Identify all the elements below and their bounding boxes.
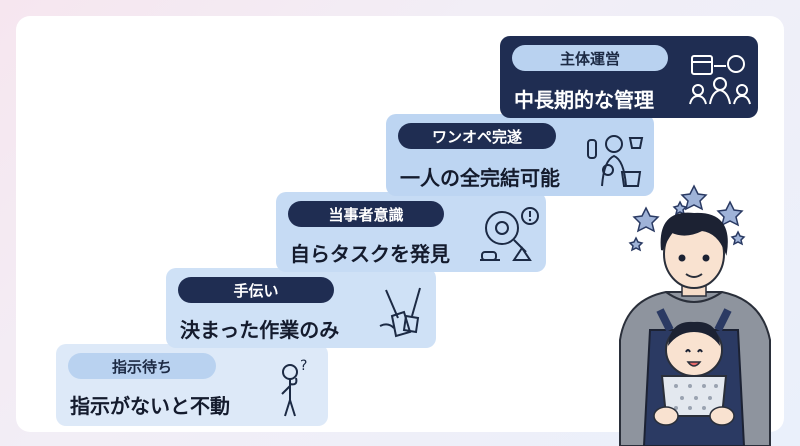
step-2-badge: 手伝い xyxy=(178,277,334,303)
step-1-badge: 指示待ち xyxy=(68,353,216,379)
step-5-badge: 主体運営 xyxy=(512,45,668,71)
sparkle-stars-icon xyxy=(628,184,746,252)
step-3-text: 自らタスクを発見 xyxy=(290,242,450,266)
thinking-person-icon: ? xyxy=(281,358,307,417)
step-3-tojisha-ishiki: 当事者意識 自らタスクを発見 xyxy=(276,192,546,272)
father-with-baby-illustration xyxy=(619,184,771,446)
calendar-team-management-icon xyxy=(689,55,751,105)
broom-helping-icon xyxy=(379,287,421,338)
step-5-text: 中長期的な管理 xyxy=(514,88,654,112)
magnifier-discovery-icon xyxy=(480,207,539,261)
step-4-badge: ワンオペ完遂 xyxy=(398,123,556,149)
step-5-shutai-unei: 主体運営 中長期的な管理 xyxy=(500,36,758,118)
step-2-tetsudai: 手伝い 決まった作業のみ xyxy=(166,268,436,348)
step-1-shiji-machi: 指示待ち 指示がないと不動 ? xyxy=(56,344,328,426)
parent-multitask-icon xyxy=(587,135,644,187)
step-4-text: 一人の全完結可能 xyxy=(400,166,560,190)
step-1-text: 指示がないと不動 xyxy=(70,394,230,418)
step-3-badge: 当事者意識 xyxy=(288,201,444,227)
step-4-wanope-kansui: ワンオペ完遂 一人の全完結可能 xyxy=(386,114,654,196)
step-2-text: 決まった作業のみ xyxy=(180,318,340,342)
svg-text:?: ? xyxy=(300,358,307,374)
